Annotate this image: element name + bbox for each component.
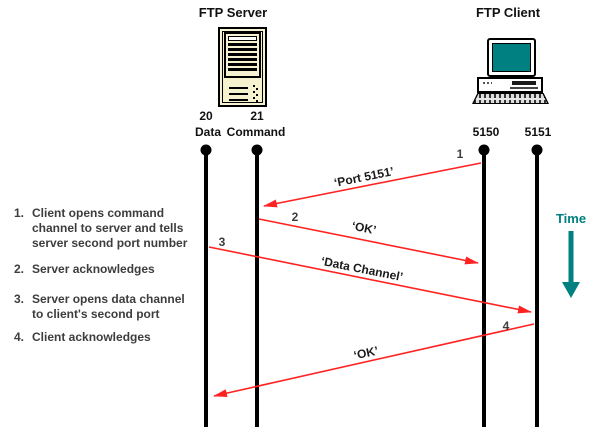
port-number-5150: 5150 <box>472 125 500 139</box>
server-bay-slot <box>228 36 257 41</box>
message-arrow-3-data-channel <box>208 246 532 314</box>
server-vent <box>229 99 248 101</box>
endpoint-port-20 <box>200 144 212 156</box>
step-number-1: 1 <box>456 147 464 161</box>
note-text: Server opens data channel to client's se… <box>32 292 185 321</box>
port-number-5151: 5151 <box>524 125 552 139</box>
server-vent <box>229 87 248 89</box>
client-system-unit-icon <box>477 77 543 93</box>
client-screen <box>492 43 531 72</box>
note-3: 3. Server opens data channel to client's… <box>14 292 199 322</box>
port-name-command: Command <box>226 125 286 139</box>
server-drive-bays <box>224 32 261 78</box>
client-title: FTP Client <box>475 5 541 20</box>
step-number-4: 4 <box>502 319 510 333</box>
note-number: 1. <box>14 206 25 220</box>
port-number-21: 21 <box>250 109 264 123</box>
endpoint-port-21 <box>251 144 263 156</box>
server-frame <box>222 31 263 103</box>
floppy-drive-slot <box>512 81 536 85</box>
server-vent <box>229 93 248 95</box>
note-text: Client acknowledges <box>32 330 151 344</box>
step-number-2: 2 <box>291 210 299 224</box>
server-title: FTP Server <box>198 5 268 20</box>
note-number: 4. <box>14 330 25 344</box>
time-arrow-icon <box>562 231 580 298</box>
note-text: Server acknowledges <box>32 262 155 276</box>
port-name-data: Data <box>194 125 222 139</box>
time-label: Time <box>555 211 587 226</box>
server-icon <box>218 27 267 107</box>
port-number-20: 20 <box>199 109 213 123</box>
note-number: 3. <box>14 292 25 306</box>
client-monitor-icon <box>487 38 536 77</box>
note-text: Client opens command channel to server a… <box>32 206 188 250</box>
client-keyboard-icon <box>472 93 549 104</box>
note-4: 4. Client acknowledges <box>14 330 199 345</box>
note-2: 2. Server acknowledges <box>14 262 199 277</box>
message-arrow-2-ok <box>258 218 479 265</box>
endpoint-port-5150 <box>478 144 490 156</box>
step-number-3: 3 <box>218 235 226 249</box>
note-number: 2. <box>14 262 25 276</box>
endpoint-port-5151 <box>531 144 543 156</box>
message-arrow-4-ok <box>213 323 535 398</box>
message-arrow-1-port5151 <box>263 162 482 208</box>
note-1: 1. Client opens command channel to serve… <box>14 206 199 251</box>
